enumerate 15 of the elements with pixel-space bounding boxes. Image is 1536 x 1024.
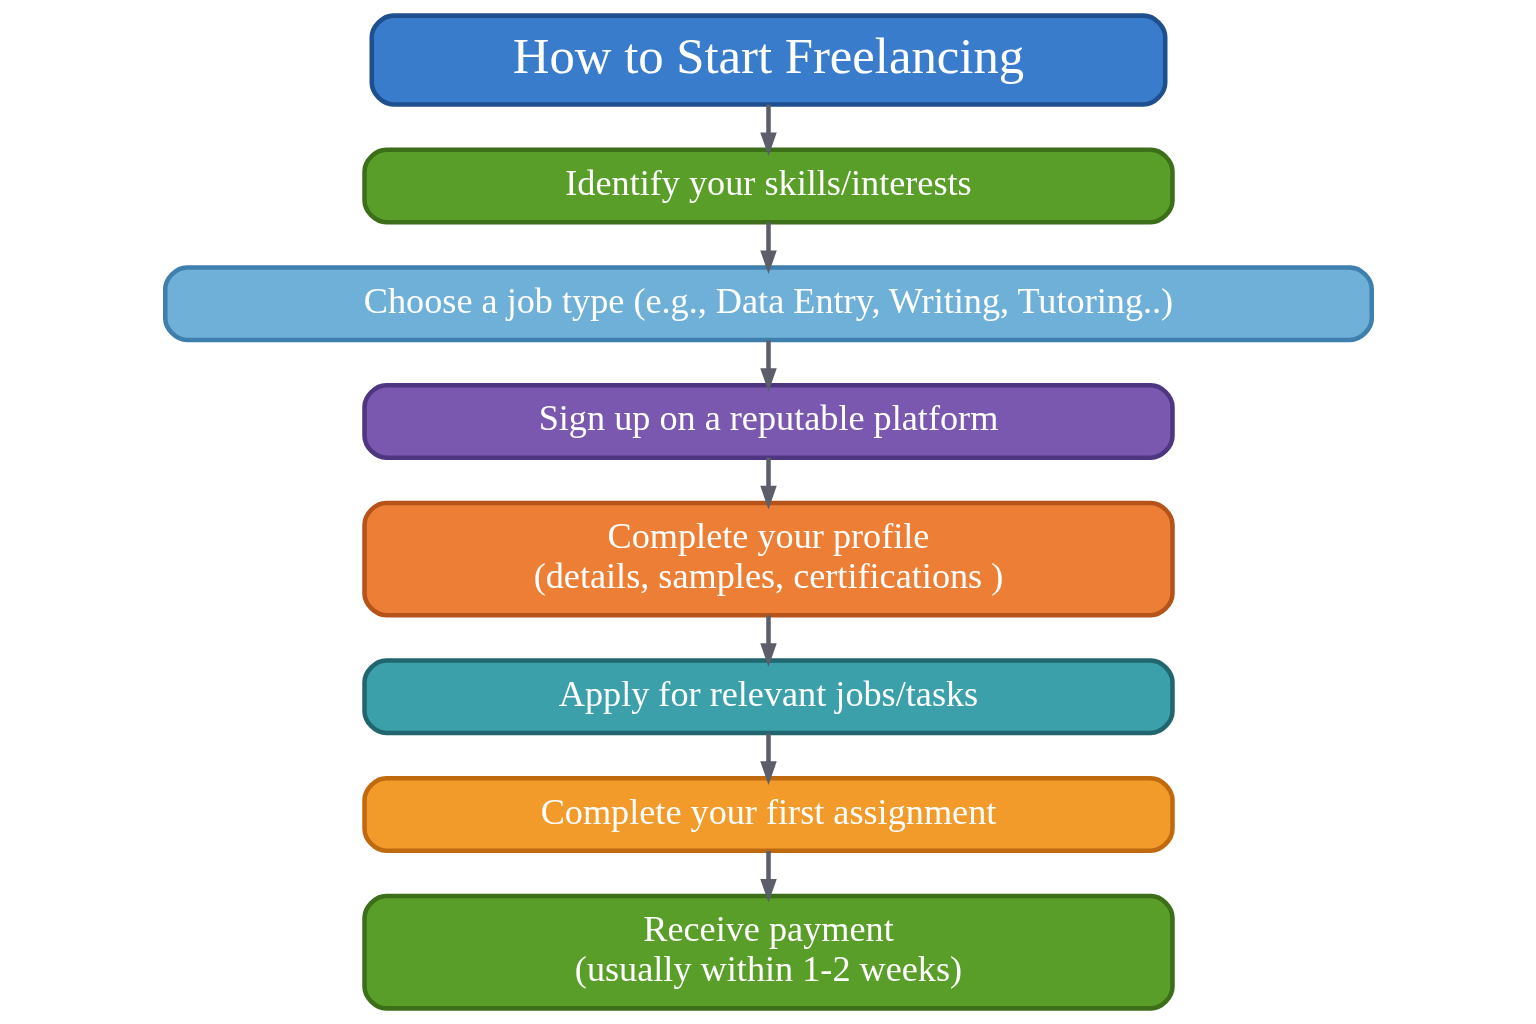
- node-box: Choose a job type (e.g., Data Entry, Writing, Tutoring..): [162, 265, 1374, 343]
- arrow: [759, 457, 777, 510]
- arrow: [759, 850, 777, 903]
- node-box: Complete your profile (details, samples, certifications ): [361, 500, 1175, 618]
- arrow: [759, 222, 777, 275]
- node-box: Apply for relevant jobs/tasks: [361, 658, 1175, 736]
- arrow: [759, 615, 777, 667]
- node-box: How to Start Freelancing: [369, 13, 1167, 107]
- node-box: Identify your skills/interests: [361, 147, 1175, 225]
- node-box: Complete your first assignment: [361, 776, 1175, 854]
- arrow: [759, 340, 777, 392]
- arrow: [759, 733, 777, 785]
- node-box: Sign up on a reputable platform: [361, 382, 1175, 460]
- node-box: Receive payment (usually within 1-2 weeks): [361, 893, 1175, 1011]
- arrow: [759, 104, 777, 157]
